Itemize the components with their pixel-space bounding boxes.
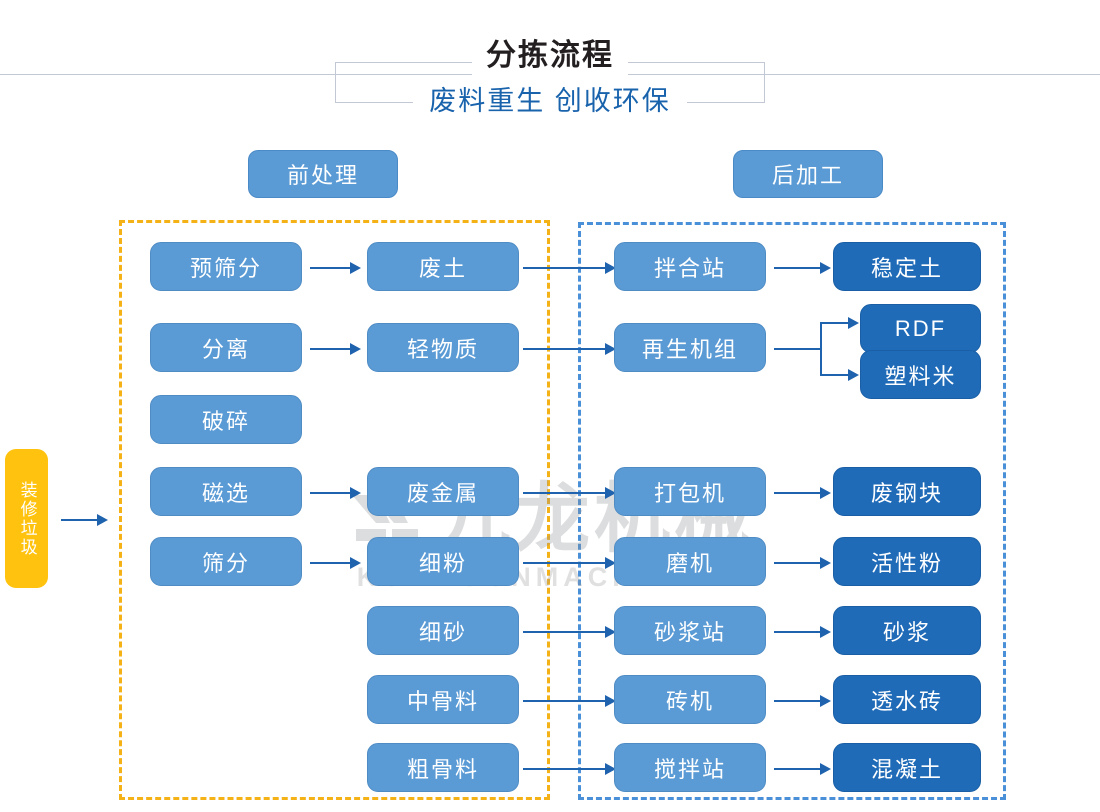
node-preprocess-4: 筛分 (150, 537, 302, 586)
node-product-1: RDF (860, 304, 981, 353)
input-node-renovation-waste: 装修垃圾 (5, 449, 48, 588)
node-product-3-label: 废钢块 (870, 480, 943, 506)
node-postprocess-6: 搅拌站 (614, 743, 766, 792)
node-material-2-label: 废金属 (406, 480, 479, 506)
node-preprocess-0-label: 预筛分 (189, 255, 262, 281)
node-material-5: 中骨料 (367, 675, 519, 724)
node-postprocess-5-label: 砖机 (665, 688, 714, 714)
node-product-0-label: 稳定土 (870, 255, 943, 281)
node-material-4: 细砂 (367, 606, 519, 655)
node-postprocess-1-label: 再生机组 (641, 336, 738, 362)
zone-postprocess-dashed-box (578, 222, 1006, 800)
node-postprocess-4: 砂浆站 (614, 606, 766, 655)
node-postprocess-0: 拌合站 (614, 242, 766, 291)
page-title-text: 分拣流程 (472, 36, 628, 76)
node-product-6: 透水砖 (833, 675, 981, 724)
node-material-3-label: 细粉 (418, 550, 467, 576)
node-material-2: 废金属 (367, 467, 519, 516)
node-product-7-label: 混凝土 (870, 756, 943, 782)
node-preprocess-1: 分离 (150, 323, 302, 372)
node-preprocess-1-label: 分离 (201, 336, 250, 362)
node-preprocess-3: 磁选 (150, 467, 302, 516)
section-header-preprocess: 前处理 (248, 150, 398, 198)
page-title: 分拣流程 (0, 36, 1100, 76)
node-preprocess-2: 破碎 (150, 395, 302, 444)
zone-preprocess-dashed-box (119, 220, 550, 800)
node-material-0: 废土 (367, 242, 519, 291)
node-product-5-label: 砂浆 (882, 619, 931, 645)
page-subtitle: 废料重生 创收环保 (0, 83, 1100, 119)
node-product-6-label: 透水砖 (870, 688, 943, 714)
node-material-5-label: 中骨料 (406, 688, 479, 714)
node-product-2: 塑料米 (860, 350, 981, 399)
node-material-6-label: 粗骨料 (406, 756, 479, 782)
node-material-4-label: 细砂 (418, 619, 467, 645)
section-header-postprocess: 后加工 (733, 150, 883, 198)
node-product-4: 活性粉 (833, 537, 981, 586)
page-subtitle-text: 废料重生 创收环保 (413, 83, 687, 119)
input-node-label: 装修垃圾 (17, 480, 37, 557)
node-postprocess-0-label: 拌合站 (653, 255, 726, 281)
node-product-1-label: RDF (894, 315, 947, 341)
node-preprocess-0: 预筛分 (150, 242, 302, 291)
node-product-3: 废钢块 (833, 467, 981, 516)
node-material-1-label: 轻物质 (406, 336, 479, 362)
node-material-1: 轻物质 (367, 323, 519, 372)
section-header-postprocess-label: 后加工 (771, 163, 844, 188)
node-material-0-label: 废土 (418, 255, 467, 281)
node-postprocess-1: 再生机组 (614, 323, 766, 372)
node-product-7: 混凝土 (833, 743, 981, 792)
node-postprocess-5: 砖机 (614, 675, 766, 724)
node-preprocess-4-label: 筛分 (201, 550, 250, 576)
section-header-preprocess-label: 前处理 (286, 163, 359, 188)
node-postprocess-3-label: 磨机 (665, 550, 714, 576)
node-preprocess-3-label: 磁选 (201, 480, 250, 506)
node-preprocess-2-label: 破碎 (201, 408, 250, 434)
node-postprocess-3: 磨机 (614, 537, 766, 586)
node-product-2-label: 塑料米 (884, 363, 957, 389)
node-product-5: 砂浆 (833, 606, 981, 655)
node-postprocess-4-label: 砂浆站 (653, 619, 726, 645)
node-material-3: 细粉 (367, 537, 519, 586)
node-material-6: 粗骨料 (367, 743, 519, 792)
node-postprocess-6-label: 搅拌站 (653, 756, 726, 782)
node-product-4-label: 活性粉 (870, 550, 943, 576)
node-postprocess-2: 打包机 (614, 467, 766, 516)
node-postprocess-2-label: 打包机 (653, 480, 726, 506)
node-product-0: 稳定土 (833, 242, 981, 291)
